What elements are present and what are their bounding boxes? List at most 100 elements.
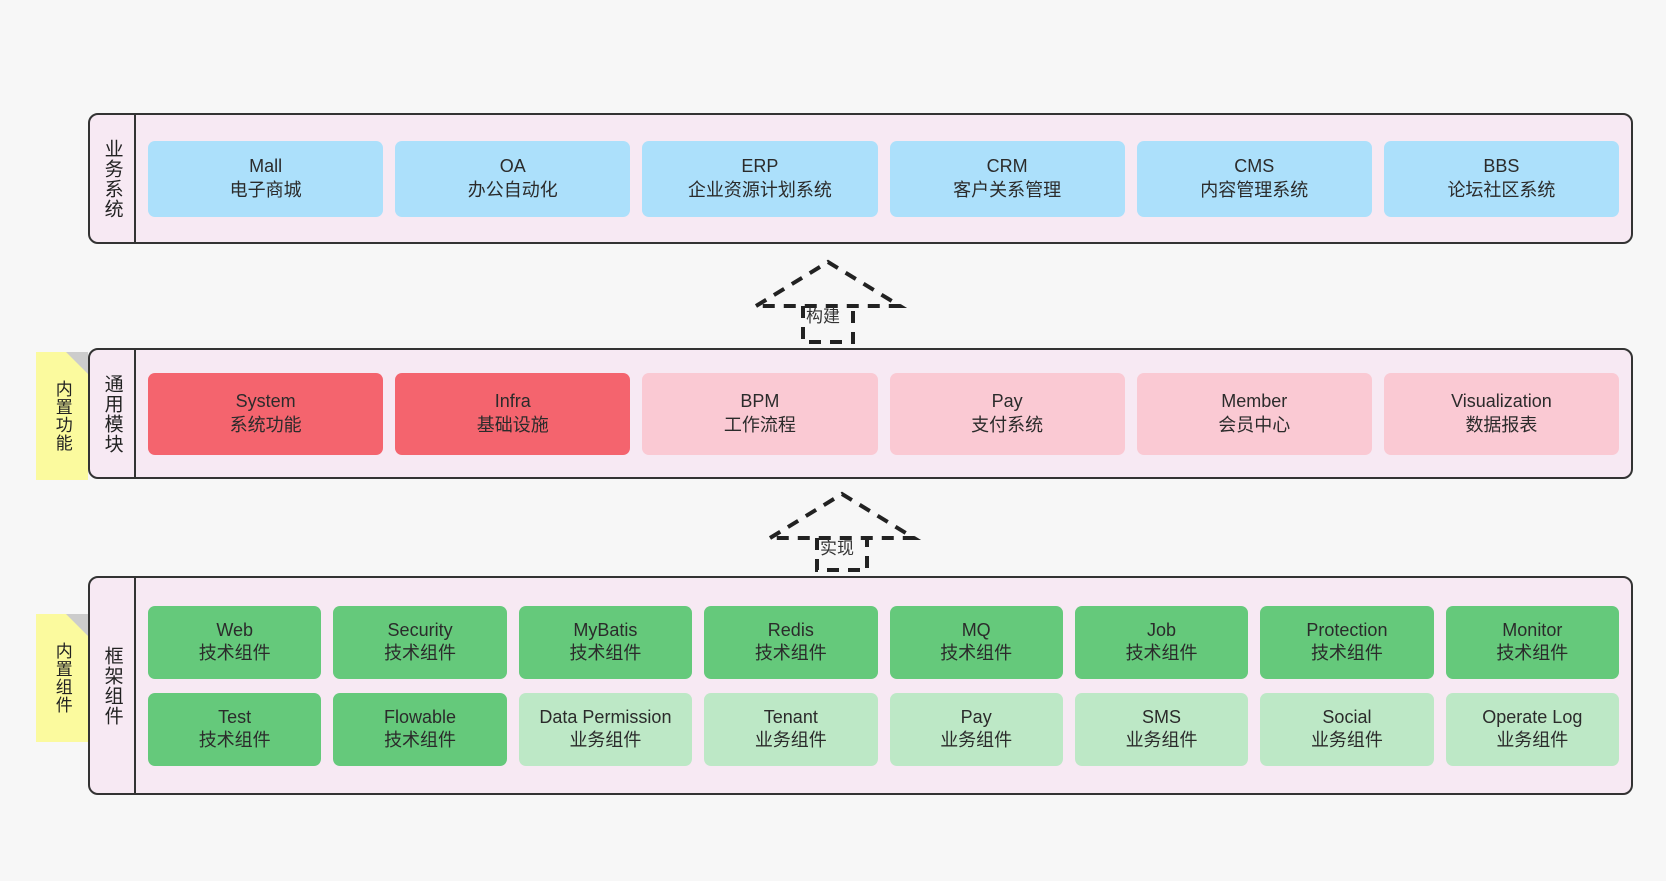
card-title-cn: 业务组件 [1496, 730, 1569, 750]
card-pay[interactable]: Pay 业务组件 [889, 692, 1063, 766]
builtin-note-text: 内置组件 [52, 642, 72, 714]
connector-build: 构建 [733, 258, 923, 344]
card-mybatis[interactable]: MyBatis 技术组件 [518, 605, 693, 679]
note-fold-corner-icon [66, 352, 88, 374]
card-title-cn: 论坛社区系统 [1447, 179, 1556, 200]
card-social[interactable]: Social 业务组件 [1260, 692, 1434, 766]
card-title-cn: 技术组件 [384, 730, 457, 750]
card-title-cn: 技术组件 [1496, 643, 1569, 663]
card-title-cn: 办公自动化 [467, 179, 558, 200]
card-title-en: Tenant [763, 706, 818, 727]
card-data-permission[interactable]: Data Permission 业务组件 [518, 692, 693, 766]
layer-label-general-module: 通用模块 [90, 350, 136, 477]
card-title-en: Infra [494, 391, 531, 412]
card-title-en: Security [387, 619, 453, 640]
card-title-cn: 工作流程 [723, 414, 796, 435]
card-title-cn: 业务组件 [940, 730, 1013, 750]
card-title-cn: 技术组件 [198, 643, 271, 663]
card-title-en: Flowable [384, 706, 457, 727]
note-fold-corner-icon [66, 614, 88, 636]
card-title-en: Redis [767, 619, 814, 640]
card-title-cn: 业务组件 [754, 730, 827, 750]
connector-implement-label: 实现 [820, 539, 854, 558]
card-title-en: Pay [991, 391, 1023, 412]
card-title-cn: 业务组件 [569, 730, 642, 750]
card-title-en: BBS [1483, 156, 1520, 177]
layer-label-framework-component: 框架组件 [90, 578, 136, 793]
layer-label-text: 通用模块 [101, 373, 123, 454]
card-title-cn: 会员中心 [1218, 414, 1291, 435]
card-title-cn: 技术组件 [384, 643, 457, 663]
card-tenant[interactable]: Tenant 业务组件 [704, 692, 878, 766]
card-title-en: Protection [1306, 619, 1388, 640]
card-title-en: MyBatis [573, 619, 638, 640]
card-title-cn: 技术组件 [754, 643, 827, 663]
card-title-en: Social [1322, 706, 1372, 727]
card-operate-log[interactable]: Operate Log 业务组件 [1445, 692, 1619, 766]
layer-label-business-system: 业务系统 [90, 115, 136, 242]
builtin-note-text: 内置功能 [52, 380, 72, 452]
card-title-en: ERP [741, 156, 779, 177]
card-title-cn: 技术组件 [1310, 643, 1383, 663]
card-title-cn: 技术组件 [569, 643, 642, 663]
card-title-en: Member [1221, 391, 1288, 412]
card-title-cn: 技术组件 [1125, 643, 1198, 663]
connector-build-label: 构建 [806, 307, 840, 326]
card-flowable[interactable]: Flowable 技术组件 [333, 692, 507, 766]
connector-implement: 实现 [747, 490, 937, 572]
card-title-cn: 企业资源计划系统 [687, 179, 832, 200]
card-title-en: MQ [961, 619, 991, 640]
card-title-en: Mall [249, 156, 283, 177]
card-title-en: Visualization [1451, 391, 1552, 412]
card-title-cn: 支付系统 [971, 414, 1044, 435]
card-security[interactable]: Security 技术组件 [333, 605, 507, 679]
card-title-en: Data Permission [539, 706, 672, 727]
card-title-en: Monitor [1502, 619, 1563, 640]
card-title-en: System [235, 391, 296, 412]
card-title-cn: 内容管理系统 [1200, 179, 1309, 200]
card-title-en: SMS [1142, 706, 1182, 727]
card-title-en: CMS [1234, 156, 1275, 177]
card-protection[interactable]: Protection 技术组件 [1260, 605, 1434, 679]
card-title-cn: 业务组件 [1310, 730, 1383, 750]
card-title-en: BPM [740, 391, 780, 412]
card-title-cn: 技术组件 [940, 643, 1013, 663]
card-title-en: Operate Log [1482, 706, 1583, 727]
builtin-note-general-module: 内置功能 [36, 352, 88, 480]
card-monitor[interactable]: Monitor 技术组件 [1445, 605, 1619, 679]
card-title-cn: 系统功能 [229, 414, 302, 435]
card-title-cn: 客户关系管理 [953, 179, 1062, 200]
card-title-en: Pay [960, 706, 992, 727]
card-title-en: CRM [986, 156, 1028, 177]
card-redis[interactable]: Redis 技术组件 [704, 605, 878, 679]
builtin-note-framework-component: 内置组件 [36, 614, 88, 742]
card-mq[interactable]: MQ 技术组件 [889, 605, 1063, 679]
card-title-en: OA [499, 156, 526, 177]
